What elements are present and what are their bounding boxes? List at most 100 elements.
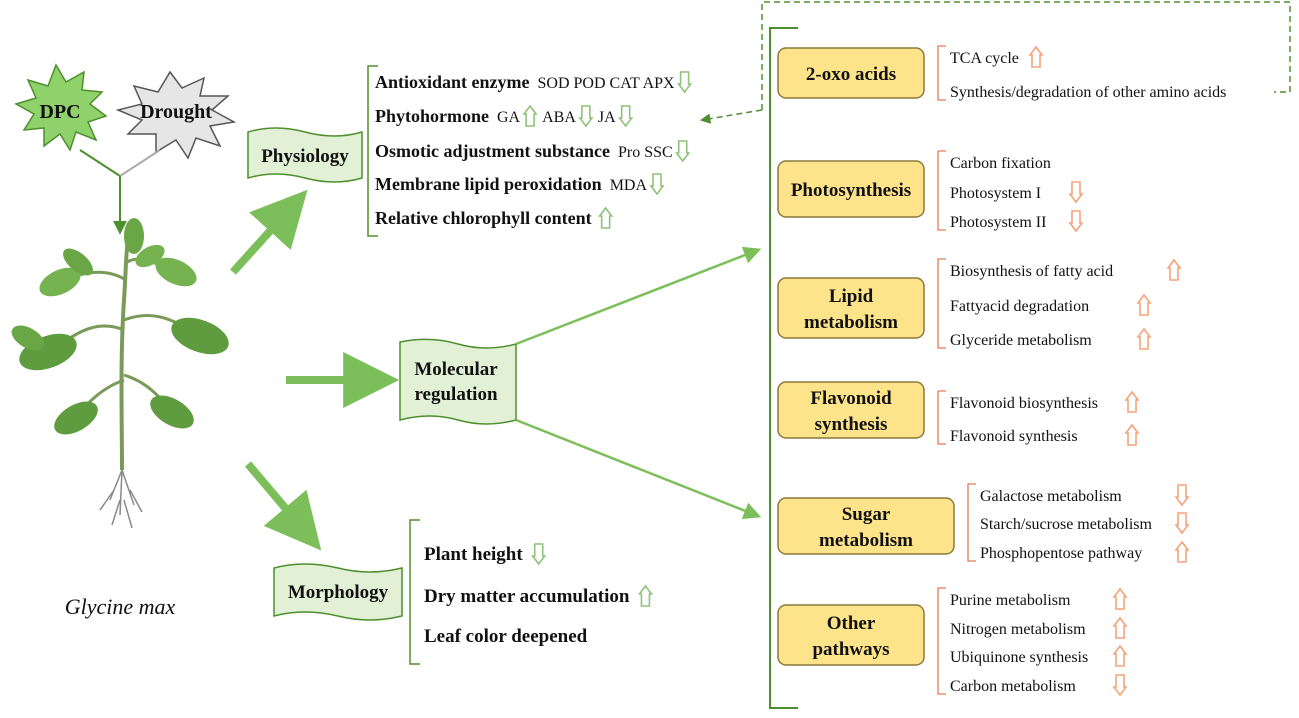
morphology-bracket [409,519,420,665]
molecular-box: Molecular regulation [399,338,517,425]
pathway-item: Flavonoid biosynthesis [950,395,1098,412]
pathway-item: Nitrogen metabolism [950,621,1086,638]
pathway-box [777,497,955,555]
physiology-item-detail: Pro SSC [618,144,673,161]
pathway-label: Photosynthesis [791,180,911,201]
feedback-dashed-connector [761,1,1291,110]
up-arrow-icon [1028,45,1044,68]
pathway-group: Sugar metabolism Galactose metabolismStarc… [777,483,1190,563]
pathway-item: Starch/sucrose metabolism [980,516,1153,533]
pathway-box [777,604,925,666]
morphology-item-title: Dry matter accumulation [424,586,630,607]
soybean-plant-icon [11,218,229,529]
up-arrow-icon [598,206,614,229]
pathway-item: Phosphopentose pathway [980,545,1142,562]
physiology-box: Physiology [247,127,363,183]
input-connector [79,149,161,235]
arrow-to-pathways-bottom [515,418,762,519]
pathway-item: Biosynthesis of fatty acid [950,263,1113,280]
up-arrow-icon [522,104,538,127]
pathway-group: Flavonoid synthesis Flavonoid biosynthesis… [777,381,1140,446]
molecular-label-line2: regulation [414,384,497,405]
physiology-item: Antioxidant enzyme SOD POD CAT APX [375,71,693,94]
down-arrow-icon [675,140,691,163]
pathway-item: Photosystem II [950,214,1046,231]
down-arrow-icon [676,71,693,94]
morphology-item-title: Leaf color deepened [424,626,588,647]
pathway-item: Glyceride metabolism [950,332,1092,349]
up-arrow-icon [1112,644,1128,667]
pathway-bracket [937,258,946,349]
up-arrow-icon [1112,587,1128,610]
up-arrow-icon [1166,258,1182,281]
pathway-label: metabolism [804,312,898,333]
up-arrow-icon [1174,540,1190,563]
pathway-item: Galactose metabolism [980,488,1122,505]
up-arrow-icon [1124,423,1140,446]
pathway-label: 2-oxo acids [806,64,896,85]
pathway-item: Fattyacid degradation [950,298,1089,315]
physiology-item-detail: GA [497,109,521,126]
pathway-item: Flavonoid synthesis [950,428,1078,445]
up-arrow-icon [1112,616,1128,639]
physiology-bracket [367,65,378,237]
physiology-list: Antioxidant enzyme SOD POD CAT APX Phytoho… [375,71,693,229]
physiology-item-title: Osmotic adjustment substance [375,141,610,161]
physiology-item: Relative chlorophyll content [375,206,614,229]
feedback-arrow [699,109,763,124]
pathway-bracket [967,483,976,562]
pathway-label: Lipid [829,286,874,307]
pathway-label: Flavonoid [810,388,892,409]
morphology-item-title: Plant height [424,544,523,565]
pathway-item: Carbon metabolism [950,678,1076,695]
pathway-group: Lipid metabolism Biosynthesis of fatty aci… [777,258,1182,350]
physiology-label: Physiology [261,146,349,167]
arrow-to-morphology [244,461,322,551]
species-label: Glycine max [65,594,176,619]
dpc-label: DPC [39,101,80,123]
morphology-label: Morphology [288,582,389,603]
down-arrow-icon [1068,181,1084,204]
down-arrow-icon [1174,512,1190,535]
pathway-label: Sugar [842,504,891,525]
morphology-item: Plant height [424,543,547,566]
pathway-box [777,160,925,218]
drought-label: Drought [140,101,212,123]
physiology-item: Osmotic adjustment substance Pro SSC [375,140,691,163]
up-arrow-icon [1136,327,1152,350]
pathway-item: Purine metabolism [950,592,1071,609]
pathways-bracket [769,27,798,709]
pathway-box [777,381,925,439]
physiology-item-title: Phytohormone [375,106,489,126]
pathway-label: synthesis [815,414,888,435]
physiology-item-detail: SOD POD CAT APX [538,75,676,92]
down-arrow-icon [1174,484,1190,507]
physiology-item-detail: ABA [542,109,576,126]
down-arrow-icon [1112,674,1128,697]
pathway-label: pathways [812,639,889,660]
morphology-item: Dry matter accumulation [424,584,654,607]
physiology-item: Membrane lipid peroxidation MDA [375,173,665,196]
pathway-bracket [937,45,946,101]
arrow-to-pathways-top [515,246,762,346]
physiology-item: Phytohormone GA ABA JA [375,104,634,128]
pathway-label: Other [827,613,876,634]
down-arrow-icon [618,105,634,128]
physiology-item-title: Antioxidant enzyme [375,72,530,92]
pathway-item: Ubiquinone synthesis [950,649,1088,666]
down-arrow-icon [578,105,594,128]
physiology-item-detail: JA [598,109,616,126]
morphology-item: Leaf color deepened [424,626,588,647]
physiology-item-title: Relative chlorophyll content [375,208,592,228]
pathway-label: metabolism [819,530,913,551]
pathway-item: Synthesis/degradation of other amino aci… [950,84,1226,101]
morphology-box: Morphology [273,563,403,621]
physiology-item-detail: MDA [610,177,648,194]
pathway-box [777,277,925,339]
physiology-item-title: Membrane lipid peroxidation [375,174,602,194]
pathway-box [777,47,925,99]
